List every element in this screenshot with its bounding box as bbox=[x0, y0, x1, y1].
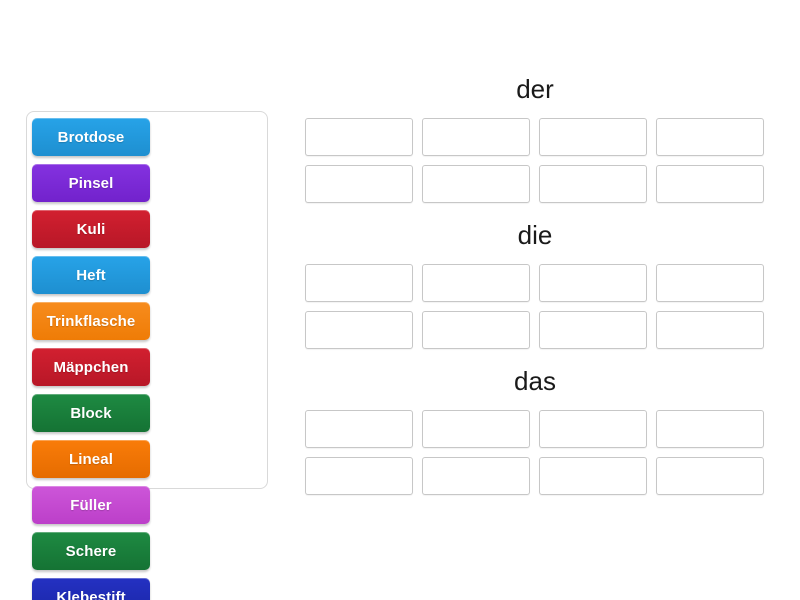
drop-slot[interactable] bbox=[539, 118, 647, 156]
word-tile[interactable]: Brotdose bbox=[32, 118, 150, 156]
word-tile[interactable]: Pinsel bbox=[32, 164, 150, 202]
group-slot-row bbox=[305, 457, 765, 495]
word-tile[interactable]: Kuli bbox=[32, 210, 150, 248]
drop-slot[interactable] bbox=[422, 457, 530, 495]
drop-slot[interactable] bbox=[656, 165, 764, 203]
drop-slot[interactable] bbox=[305, 165, 413, 203]
group-sort-columns: der die das bbox=[305, 72, 765, 510]
drop-slot[interactable] bbox=[539, 264, 647, 302]
drop-slot[interactable] bbox=[305, 118, 413, 156]
group-slot-rows bbox=[305, 118, 765, 203]
group-heading: die bbox=[517, 220, 553, 250]
group-slot-rows bbox=[305, 264, 765, 349]
drop-slot[interactable] bbox=[656, 264, 764, 302]
group-block: der bbox=[305, 72, 765, 203]
drop-slot[interactable] bbox=[305, 311, 413, 349]
drop-slot[interactable] bbox=[305, 264, 413, 302]
group-block: die bbox=[305, 218, 765, 349]
drop-slot[interactable] bbox=[656, 118, 764, 156]
group-heading: der bbox=[516, 74, 554, 104]
word-tile[interactable]: Trinkflasche bbox=[32, 302, 150, 340]
word-tile[interactable]: Lineal bbox=[32, 440, 150, 478]
drop-slot[interactable] bbox=[305, 410, 413, 448]
word-tile[interactable]: Heft bbox=[32, 256, 150, 294]
word-tile[interactable]: Mäppchen bbox=[32, 348, 150, 386]
group-block: das bbox=[305, 364, 765, 495]
group-slot-row bbox=[305, 311, 765, 349]
drop-slot[interactable] bbox=[656, 410, 764, 448]
drop-slot[interactable] bbox=[656, 311, 764, 349]
drop-slot[interactable] bbox=[422, 264, 530, 302]
drop-slot[interactable] bbox=[539, 457, 647, 495]
drop-slot[interactable] bbox=[539, 165, 647, 203]
word-tile[interactable]: Füller bbox=[32, 486, 150, 524]
group-slot-row bbox=[305, 264, 765, 302]
drop-slot[interactable] bbox=[422, 311, 530, 349]
group-slot-row bbox=[305, 410, 765, 448]
group-slot-row bbox=[305, 165, 765, 203]
group-slot-rows bbox=[305, 410, 765, 495]
drop-slot[interactable] bbox=[656, 457, 764, 495]
drop-slot[interactable] bbox=[422, 118, 530, 156]
drop-slot[interactable] bbox=[422, 410, 530, 448]
word-tile[interactable]: Klebestift bbox=[32, 578, 150, 600]
drop-slot[interactable] bbox=[539, 311, 647, 349]
group-slot-row bbox=[305, 118, 765, 156]
word-tile[interactable]: Schere bbox=[32, 532, 150, 570]
word-tile[interactable]: Block bbox=[32, 394, 150, 432]
drop-slot[interactable] bbox=[422, 165, 530, 203]
drop-slot[interactable] bbox=[305, 457, 413, 495]
drop-slot[interactable] bbox=[539, 410, 647, 448]
group-heading: das bbox=[514, 366, 556, 396]
